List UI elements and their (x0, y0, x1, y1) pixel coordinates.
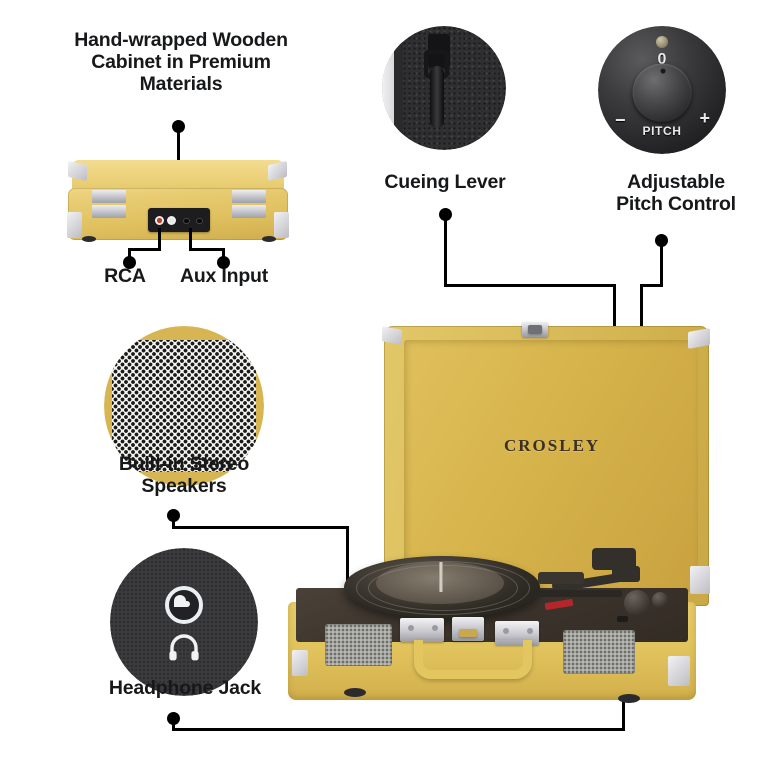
corner-protector (68, 160, 87, 182)
leader-line-aux-v2 (222, 248, 225, 260)
corner-protector (668, 656, 690, 686)
leader-line-pitch-h (640, 284, 663, 287)
callout-label-rca: RCA (104, 265, 146, 287)
detail-circle-cueing-lever (382, 26, 506, 150)
leader-line-speakers-v1 (172, 515, 175, 528)
cabinet-foot (618, 694, 640, 703)
speaker-grille-left (325, 624, 392, 666)
leader-line-aux-v1 (189, 228, 192, 250)
headphone-icon (169, 634, 199, 661)
leader-line-speakers-h (172, 526, 349, 529)
corner-protector (67, 212, 82, 238)
brand-logo: CROSLEY (504, 436, 601, 455)
callout-label-cueing-lever: Cueing Lever (384, 171, 506, 193)
leader-line-cabinet (177, 126, 180, 164)
tonearm-base (592, 548, 636, 570)
turntable-lid-interior (404, 340, 698, 592)
pitch-marking-zero: 0 (657, 51, 667, 68)
detail-circle-speakers (104, 326, 264, 486)
detail-circle-headphone-jack (110, 548, 258, 696)
pitch-marking-minus: − (615, 110, 626, 130)
tonearm-counterweight (612, 566, 640, 582)
pitch-knob-indicator (660, 68, 666, 74)
leader-line-rca-v2 (128, 248, 131, 260)
leader-line-cueing-v1 (444, 214, 447, 286)
auto-stop-switch (538, 572, 584, 584)
aux-jack-icon (165, 586, 203, 624)
leader-line-headphone-h (172, 728, 625, 731)
callout-label-pitch-control: Adjustable Pitch Control (616, 171, 736, 215)
corner-protector (690, 566, 710, 594)
leader-line-rca-h (128, 248, 161, 251)
tonearm-rest (538, 590, 622, 597)
cabinet-foot (344, 688, 366, 697)
aux-jack-hole (183, 217, 190, 224)
callout-label-aux: Aux Input (179, 265, 269, 287)
cabinet-foot (82, 236, 96, 242)
headphone-jack-port (617, 616, 628, 622)
callout-label-headphone-jack: Headphone Jack (108, 677, 262, 699)
platter-spindle (439, 562, 443, 592)
cabinet-foot (262, 236, 276, 242)
pitch-marking-plus: + (699, 108, 710, 128)
speaker-grille-right (563, 630, 635, 674)
leader-line-pitch-v1 (660, 240, 663, 286)
corner-protector (292, 650, 308, 676)
hinge (92, 190, 126, 203)
detail-circle-pitch-control: 0 − + PITCH (598, 26, 726, 154)
aux-jack-hole (196, 217, 203, 224)
cueing-lever-arm (430, 66, 444, 128)
carry-handle[interactable] (414, 640, 532, 679)
leader-line-headphone-v1 (172, 718, 175, 730)
leader-line-rca-v1 (158, 228, 161, 250)
callout-label-speakers: Built-in Stereo Speakers (118, 453, 250, 497)
pitch-knob[interactable] (632, 63, 692, 122)
callout-label-cabinet: Hand-wrapped Wooden Cabinet in Premium M… (74, 29, 288, 95)
pitch-marking-label: PITCH (642, 124, 682, 138)
hinge (92, 205, 126, 218)
hinge (232, 205, 266, 218)
leader-dot-aux (217, 256, 230, 269)
leader-dot-rca (123, 256, 136, 269)
leader-line-aux-h (189, 248, 225, 251)
pitch-dial-screw (656, 36, 668, 49)
control-knob (624, 590, 650, 616)
hinge (232, 190, 266, 203)
control-knob-secondary (652, 592, 668, 608)
leader-line-cueing-h (444, 284, 615, 287)
corner-protector (268, 160, 287, 182)
front-latch-left (400, 618, 444, 642)
corner-protector (274, 212, 289, 238)
